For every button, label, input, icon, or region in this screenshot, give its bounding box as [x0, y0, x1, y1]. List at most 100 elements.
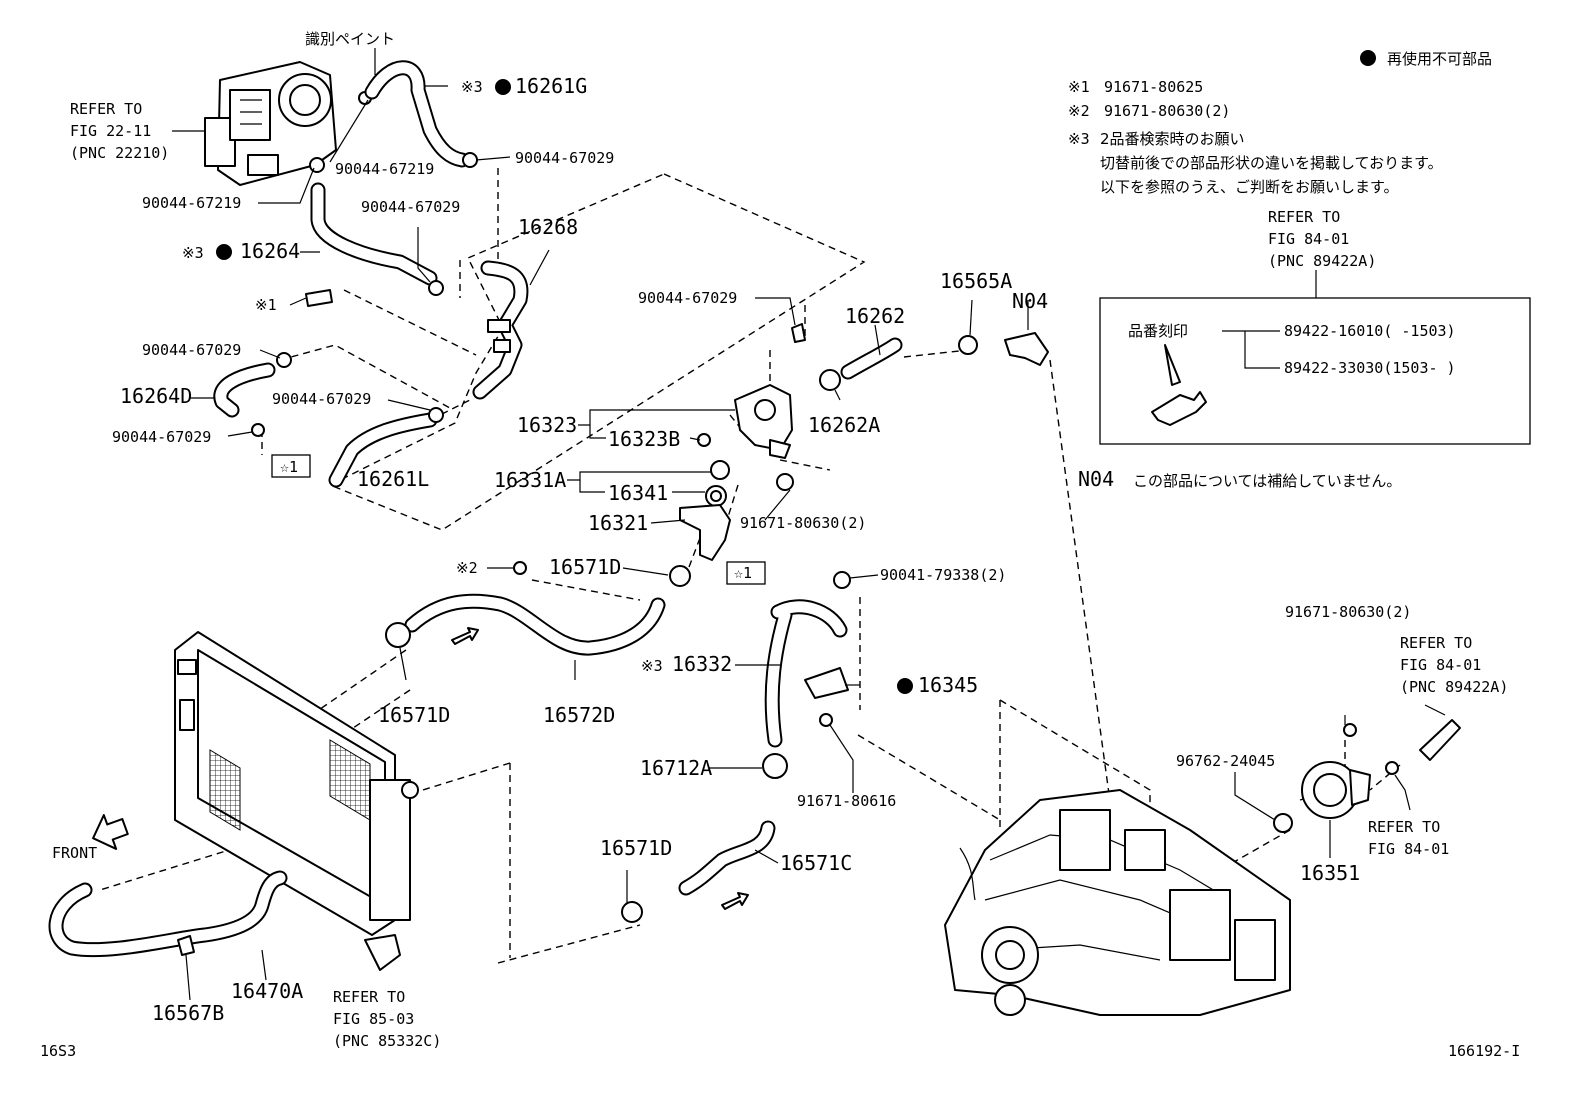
- label-16323: 16323: [517, 413, 577, 437]
- label-16470A: 16470A: [231, 979, 303, 1003]
- label-code-right: 166192-I: [1448, 1042, 1520, 1060]
- legend-note-1-mark: ※1: [1068, 78, 1090, 96]
- label-90044-67219-a: 90044-67219: [335, 160, 434, 178]
- hose-16261L: [328, 412, 438, 488]
- label-16712A: 16712A: [640, 756, 712, 780]
- label-16264: 16264: [240, 239, 300, 263]
- label-16261L: 16261L: [357, 467, 429, 491]
- label-refer-8401b-2: FIG 84-01: [1368, 840, 1449, 858]
- legend-note-3-line-2: 以下を参照のうえ、ご判断をお願いします。: [1100, 178, 1399, 196]
- legend-note-2-mark: ※2: [1068, 102, 1090, 120]
- label-16332: 16332: [672, 652, 732, 676]
- label-refer-8503-3: (PNC 85332C): [333, 1032, 441, 1050]
- hose-16264D: [213, 362, 276, 418]
- n04-note-code: N04: [1078, 467, 1114, 491]
- refbox-refer-1: REFER TO: [1268, 208, 1340, 226]
- label-90044-67029-b: 90044-67029: [361, 198, 460, 216]
- hose-16264: [310, 182, 438, 286]
- label-91671-80630-a: 91671-80630(2): [740, 514, 866, 532]
- label-note2: ※2: [456, 559, 478, 577]
- label-refer-8401a-3: (PNC 89422A): [1400, 678, 1508, 696]
- label-16264D: 16264D: [120, 384, 192, 408]
- hose-16470A: [48, 870, 401, 971]
- label-refer-8503-1: REFER TO: [333, 988, 405, 1006]
- label-code-left: 16S3: [40, 1042, 76, 1060]
- engine-block: [944, 789, 1291, 1016]
- thermostat-housing-16351: [1273, 719, 1461, 833]
- label-96762-24045: 96762-24045: [1176, 752, 1275, 770]
- label-refer-8401a-2: FIG 84-01: [1400, 656, 1481, 674]
- label-refer-2211-2: FIG 22-11: [70, 122, 151, 140]
- label-16262A: 16262A: [808, 413, 880, 437]
- flow-arrows: [451, 627, 749, 910]
- label-91671-80616: 91671-80616: [797, 792, 896, 810]
- label-refer-8503-2: FIG 85-03: [333, 1010, 414, 1028]
- star-box-a: [271, 454, 311, 478]
- label-16268: 16268: [518, 215, 578, 239]
- legend-note-2-text: 91671-80630(2): [1104, 102, 1230, 120]
- label-paint: 識別ペイント: [305, 30, 395, 48]
- label-16323B: 16323B: [608, 427, 680, 451]
- label-refer-2211-1: REFER TO: [70, 100, 142, 118]
- radiator: [174, 631, 419, 936]
- label-90044-67219-b: 90044-67219: [142, 194, 241, 212]
- label-N04: N04: [1012, 289, 1048, 313]
- pipe-16268: [472, 260, 529, 400]
- legend-note-1-text: 91671-80625: [1104, 78, 1203, 96]
- refbox-pn-2: 89422-33030(1503- ): [1284, 359, 1456, 377]
- hose-16332: [764, 571, 851, 748]
- label-16572D: 16572D: [543, 703, 615, 727]
- label-91671-80630-b: 91671-80630(2): [1285, 603, 1411, 621]
- label-90044-67029-c: 90044-67029: [142, 341, 241, 359]
- label-16571C: 16571C: [780, 851, 852, 875]
- label-note3-c: ※3: [641, 657, 663, 675]
- label-16565A: 16565A: [940, 269, 1012, 293]
- refbox-refer-3: (PNC 89422A): [1268, 252, 1376, 270]
- n04-note-text: この部品については補給していません。: [1133, 472, 1401, 490]
- label-16351: 16351: [1300, 861, 1360, 885]
- leader-lines: [172, 48, 1446, 1001]
- nonreusable-dots: [216, 50, 1376, 694]
- front-arrow: [92, 814, 129, 850]
- label-16341: 16341: [608, 481, 668, 505]
- label-note1: ※1: [255, 296, 277, 314]
- refbox-pn-1: 89422-16010( -1503): [1284, 322, 1456, 340]
- label-refer-2211-3: (PNC 22210): [70, 144, 169, 162]
- label-90041-79338: 90041-79338(2): [880, 566, 1006, 584]
- label-note3-b: ※3: [182, 244, 204, 262]
- refbox-stamp-label: 品番刻印: [1128, 322, 1188, 340]
- label-16567B: 16567B: [152, 1001, 224, 1025]
- refbox-refer-2: FIG 84-01: [1268, 230, 1349, 248]
- water-outlet-16323: [679, 384, 794, 561]
- ref-box: [1099, 270, 1531, 445]
- label-refer-8401b-1: REFER TO: [1368, 818, 1440, 836]
- label-16571D-c: 16571D: [600, 836, 672, 860]
- label-note3-a: ※3: [461, 78, 483, 96]
- legend-nonreusable: 再使用不可部品: [1387, 50, 1492, 68]
- legend-note-3-line-1: 切替前後での部品形状の違いを掲載しております。: [1100, 154, 1443, 172]
- label-90044-67029-f: 90044-67029: [638, 289, 737, 307]
- label-16571D-b: 16571D: [378, 703, 450, 727]
- label-16261G: 16261G: [515, 74, 587, 98]
- label-star-1-a: ☆1: [280, 458, 298, 476]
- label-90044-67029-d: 90044-67029: [272, 390, 371, 408]
- hose-16571C: [621, 753, 788, 923]
- hose-16572D: [385, 561, 691, 656]
- label-16331A: 16331A: [494, 468, 566, 492]
- hose-16262: [819, 332, 1049, 391]
- label-16345: 16345: [918, 673, 978, 697]
- label-16321: 16321: [588, 511, 648, 535]
- label-16262: 16262: [845, 304, 905, 328]
- legend-note-3-text: 2品番検索時のお願い: [1100, 130, 1245, 148]
- small-clamps: [251, 152, 806, 437]
- hose-16261G: [364, 60, 470, 168]
- label-90044-67029-a: 90044-67029: [515, 149, 614, 167]
- label-star-1-b: ☆1: [734, 564, 752, 582]
- label-90044-67029-e: 90044-67029: [112, 428, 211, 446]
- label-front: FRONT: [52, 844, 97, 862]
- legend-note-3-mark: ※3: [1068, 130, 1090, 148]
- throttle-body: [204, 61, 372, 186]
- star-box-b: [726, 561, 766, 585]
- label-16571D-a: 16571D: [549, 555, 621, 579]
